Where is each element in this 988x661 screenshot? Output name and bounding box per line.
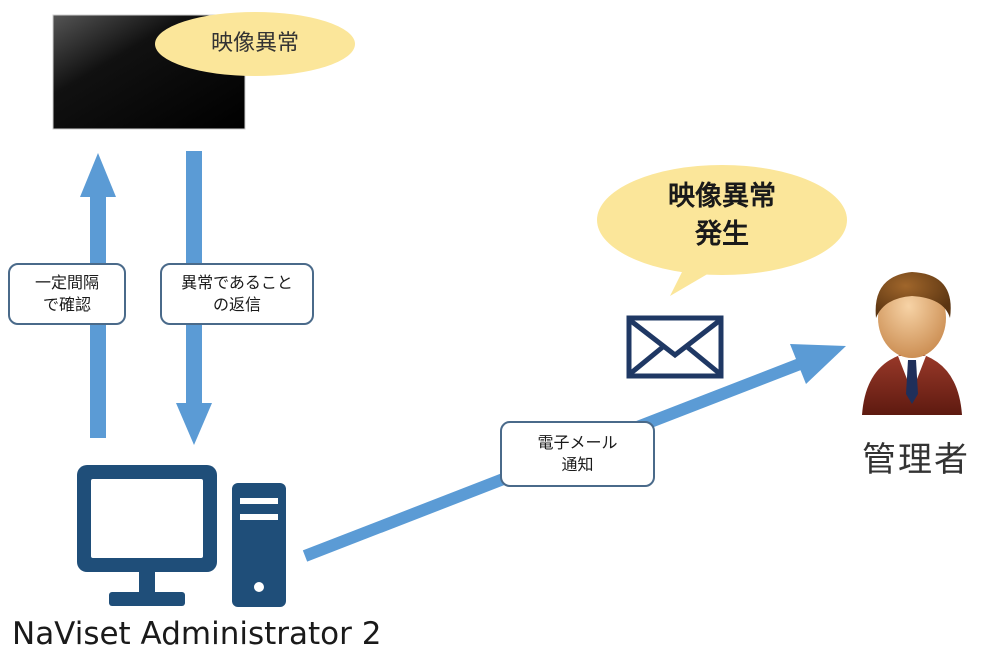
envelope-icon xyxy=(626,315,724,379)
administrator-icon xyxy=(862,272,962,415)
alert-speech-bubble xyxy=(597,165,847,296)
alert-bubble-text: 映像異常 発生 xyxy=(622,178,822,254)
alert-bubble-line2: 発生 xyxy=(695,219,749,250)
email-notification-line2: 通知 xyxy=(561,455,594,474)
check-interval-line2: で確認 xyxy=(42,295,91,314)
alert-bubble-line1: 映像異常 xyxy=(668,181,776,212)
pc-caption: NaViset Administrator 2 xyxy=(12,616,382,652)
monitor-bubble-text: 映像異常 xyxy=(210,31,299,56)
email-notification-label: 電子メール 通知 xyxy=(500,421,655,487)
error-reply-label: 異常であること の返信 xyxy=(160,263,314,325)
administrator-caption: 管理者 xyxy=(862,440,970,480)
error-reply-line1: 異常であること xyxy=(181,273,293,292)
check-interval-line1: 一定間隔 xyxy=(34,273,99,292)
tower-icon xyxy=(232,483,286,607)
error-reply-line2: の返信 xyxy=(212,295,261,314)
check-interval-label: 一定間隔 で確認 xyxy=(8,263,126,325)
monitor-alert-bubble xyxy=(155,12,355,76)
email-notification-line1: 電子メール xyxy=(537,433,618,452)
desktop-pc-icon xyxy=(77,465,217,606)
